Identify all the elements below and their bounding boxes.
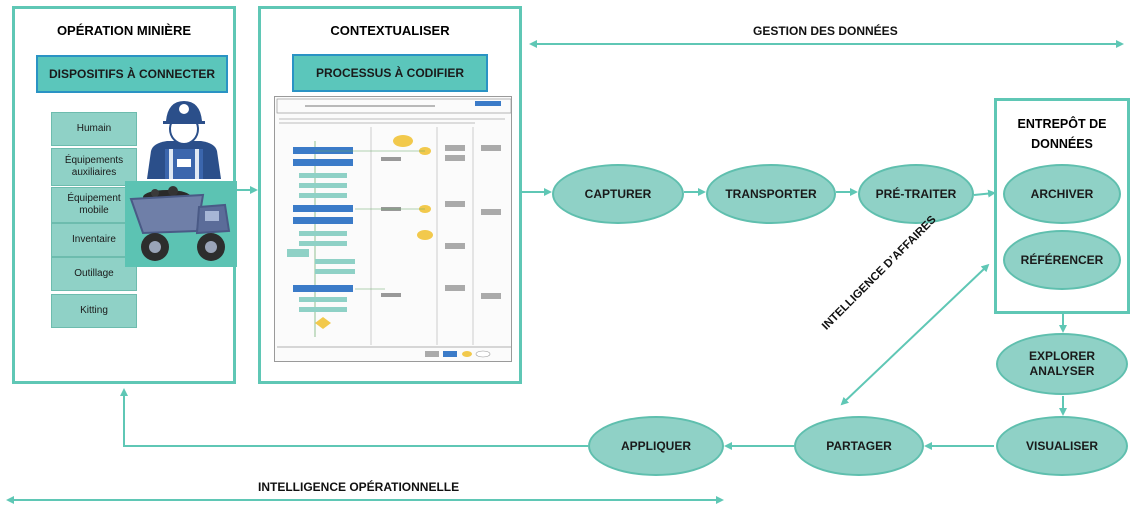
item-auxiliary-equipment: Équipements auxiliaires — [51, 148, 137, 186]
mining-operation-panel: OPÉRATION MINIÈRE DISPOSITIFS À CONNECTE… — [12, 6, 237, 384]
node-visualize: VISUALISER — [996, 416, 1128, 476]
node-apply: APPLIQUER — [588, 416, 724, 476]
item-mobile-equipment: Équipement mobile — [51, 187, 137, 223]
process-document-thumbnail — [274, 96, 512, 362]
contextualize-title: CONTEXTUALISER — [330, 23, 450, 38]
item-kitting: Kitting — [51, 294, 137, 328]
process-to-codify-box: PROCESSUS À CODIFIER — [292, 54, 488, 92]
mining-operation-title: OPÉRATION MINIÈRE — [56, 23, 192, 38]
node-explore-label: EXPLORER — [1028, 349, 1095, 363]
node-preprocess: PRÉ-TRAITER — [858, 164, 974, 224]
devices-to-connect-box: DISPOSITIFS À CONNECTER — [36, 55, 228, 93]
item-human: Humain — [51, 112, 137, 146]
node-analyze-label: ANALYSER — [1029, 364, 1095, 378]
business-intelligence-arrow — [840, 263, 990, 406]
mining-truck-icon — [129, 186, 231, 261]
operational-intelligence-label: INTELLIGENCE OPÉRATIONNELLE — [258, 480, 460, 494]
item-tooling: Outillage — [51, 257, 137, 291]
arrow-preprocess-to-warehouse — [973, 189, 996, 198]
item-inventory: Inventaire — [51, 223, 137, 257]
node-archive: ARCHIVER — [1003, 164, 1121, 224]
process-flowchart-thumbnail — [276, 98, 512, 358]
data-management-label: GESTION DES DONNÉES — [753, 24, 898, 38]
node-capture: CAPTURER — [552, 164, 684, 224]
miner-icon — [147, 101, 221, 179]
data-warehouse-title-line2: DONNÉES — [1031, 137, 1093, 151]
arrow-apply-to-mining — [120, 388, 588, 447]
node-transport: TRANSPORTER — [706, 164, 836, 224]
data-warehouse-title-line1: ENTREPÔT DE — [1017, 117, 1107, 131]
node-explore-analyze: EXPLORER ANALYSER — [996, 333, 1128, 395]
node-reference: RÉFÉRENCER — [1003, 230, 1121, 290]
node-share: PARTAGER — [794, 416, 924, 476]
